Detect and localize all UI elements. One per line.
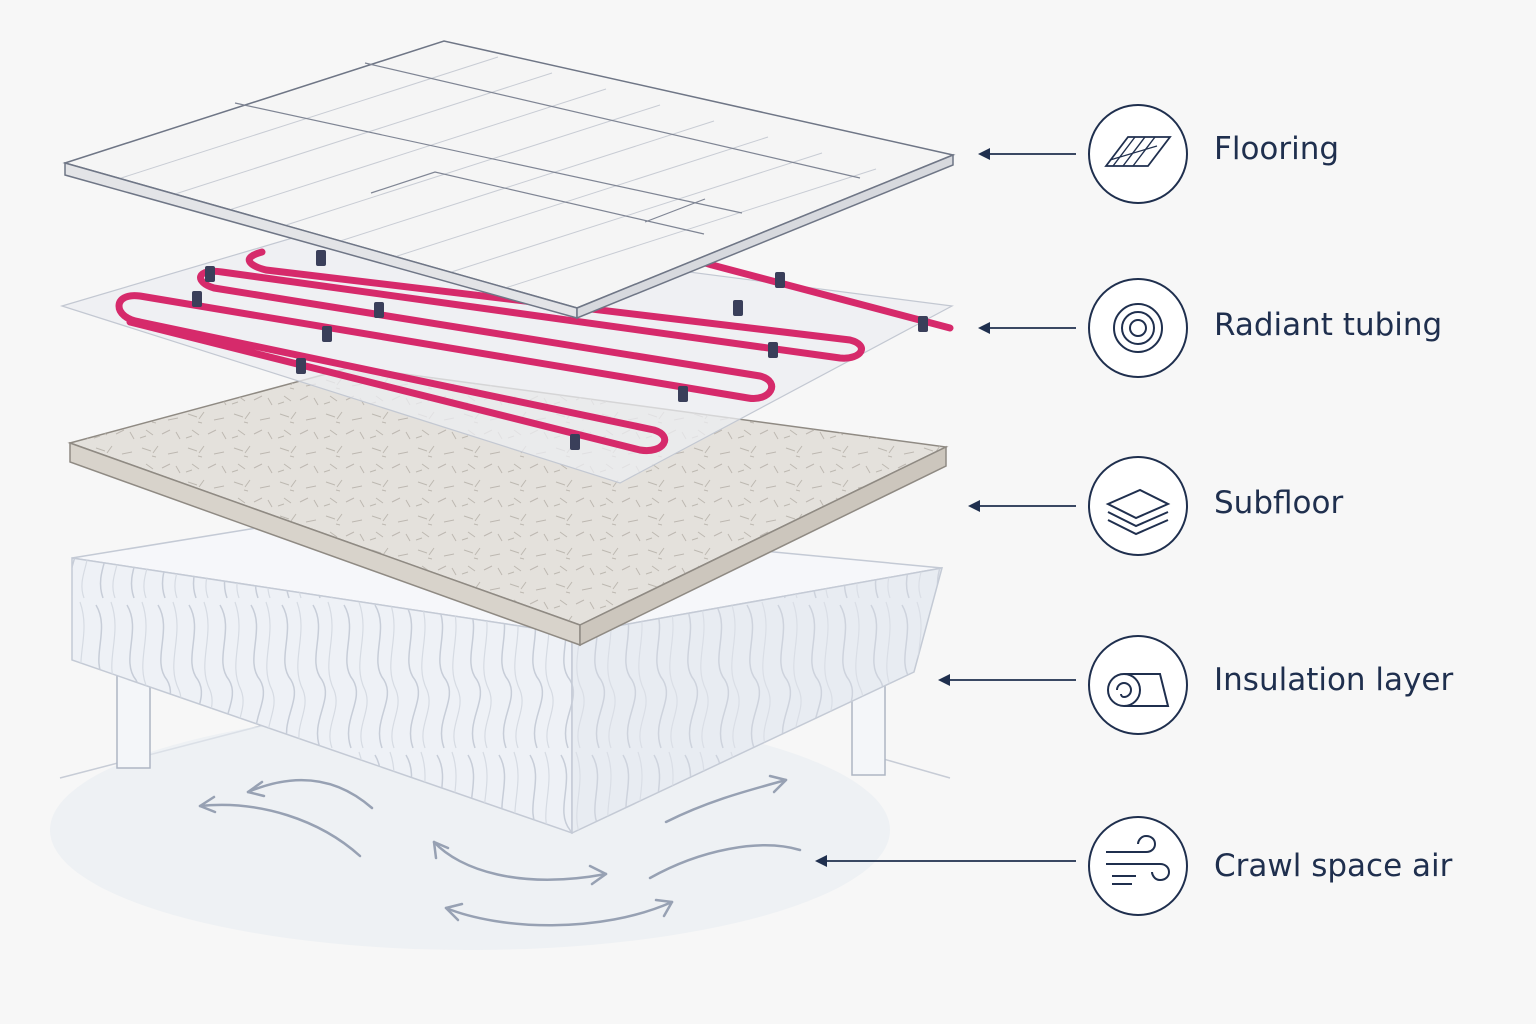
coil-icon (1088, 278, 1188, 378)
legend-label-insulation: Insulation layer (1214, 662, 1454, 698)
floor-board-joints (234, 62, 861, 235)
insulation-roll-icon (1088, 635, 1188, 735)
floor-planks-icon (1088, 104, 1188, 204)
subfloor-panel (67, 366, 949, 647)
leader-arrow-subfloor (968, 500, 1076, 512)
legend-label-flooring: Flooring (1214, 131, 1340, 167)
legend-icons (1088, 104, 1188, 916)
leader-arrows (815, 148, 1076, 867)
legend-label-subfloor: Subfloor (1214, 485, 1344, 521)
insulation-block (71, 511, 944, 835)
leader-arrow-insulation (938, 674, 1076, 686)
layers-icon (1088, 456, 1188, 556)
flooring-panel (62, 40, 956, 320)
leader-arrow-crawl-space-air (815, 855, 1076, 867)
legend-label-radiant-tubing: Radiant tubing (1214, 307, 1443, 343)
legend-label-crawl-space-air: Crawl space air (1214, 848, 1453, 884)
leader-arrow-flooring (978, 148, 1076, 160)
floor-plank-lines (117, 56, 877, 292)
tubing-clips (192, 250, 928, 450)
leader-arrow-radiant-tubing (978, 322, 1076, 334)
wind-icon (1088, 816, 1188, 916)
air-flow-arrows (198, 774, 802, 927)
